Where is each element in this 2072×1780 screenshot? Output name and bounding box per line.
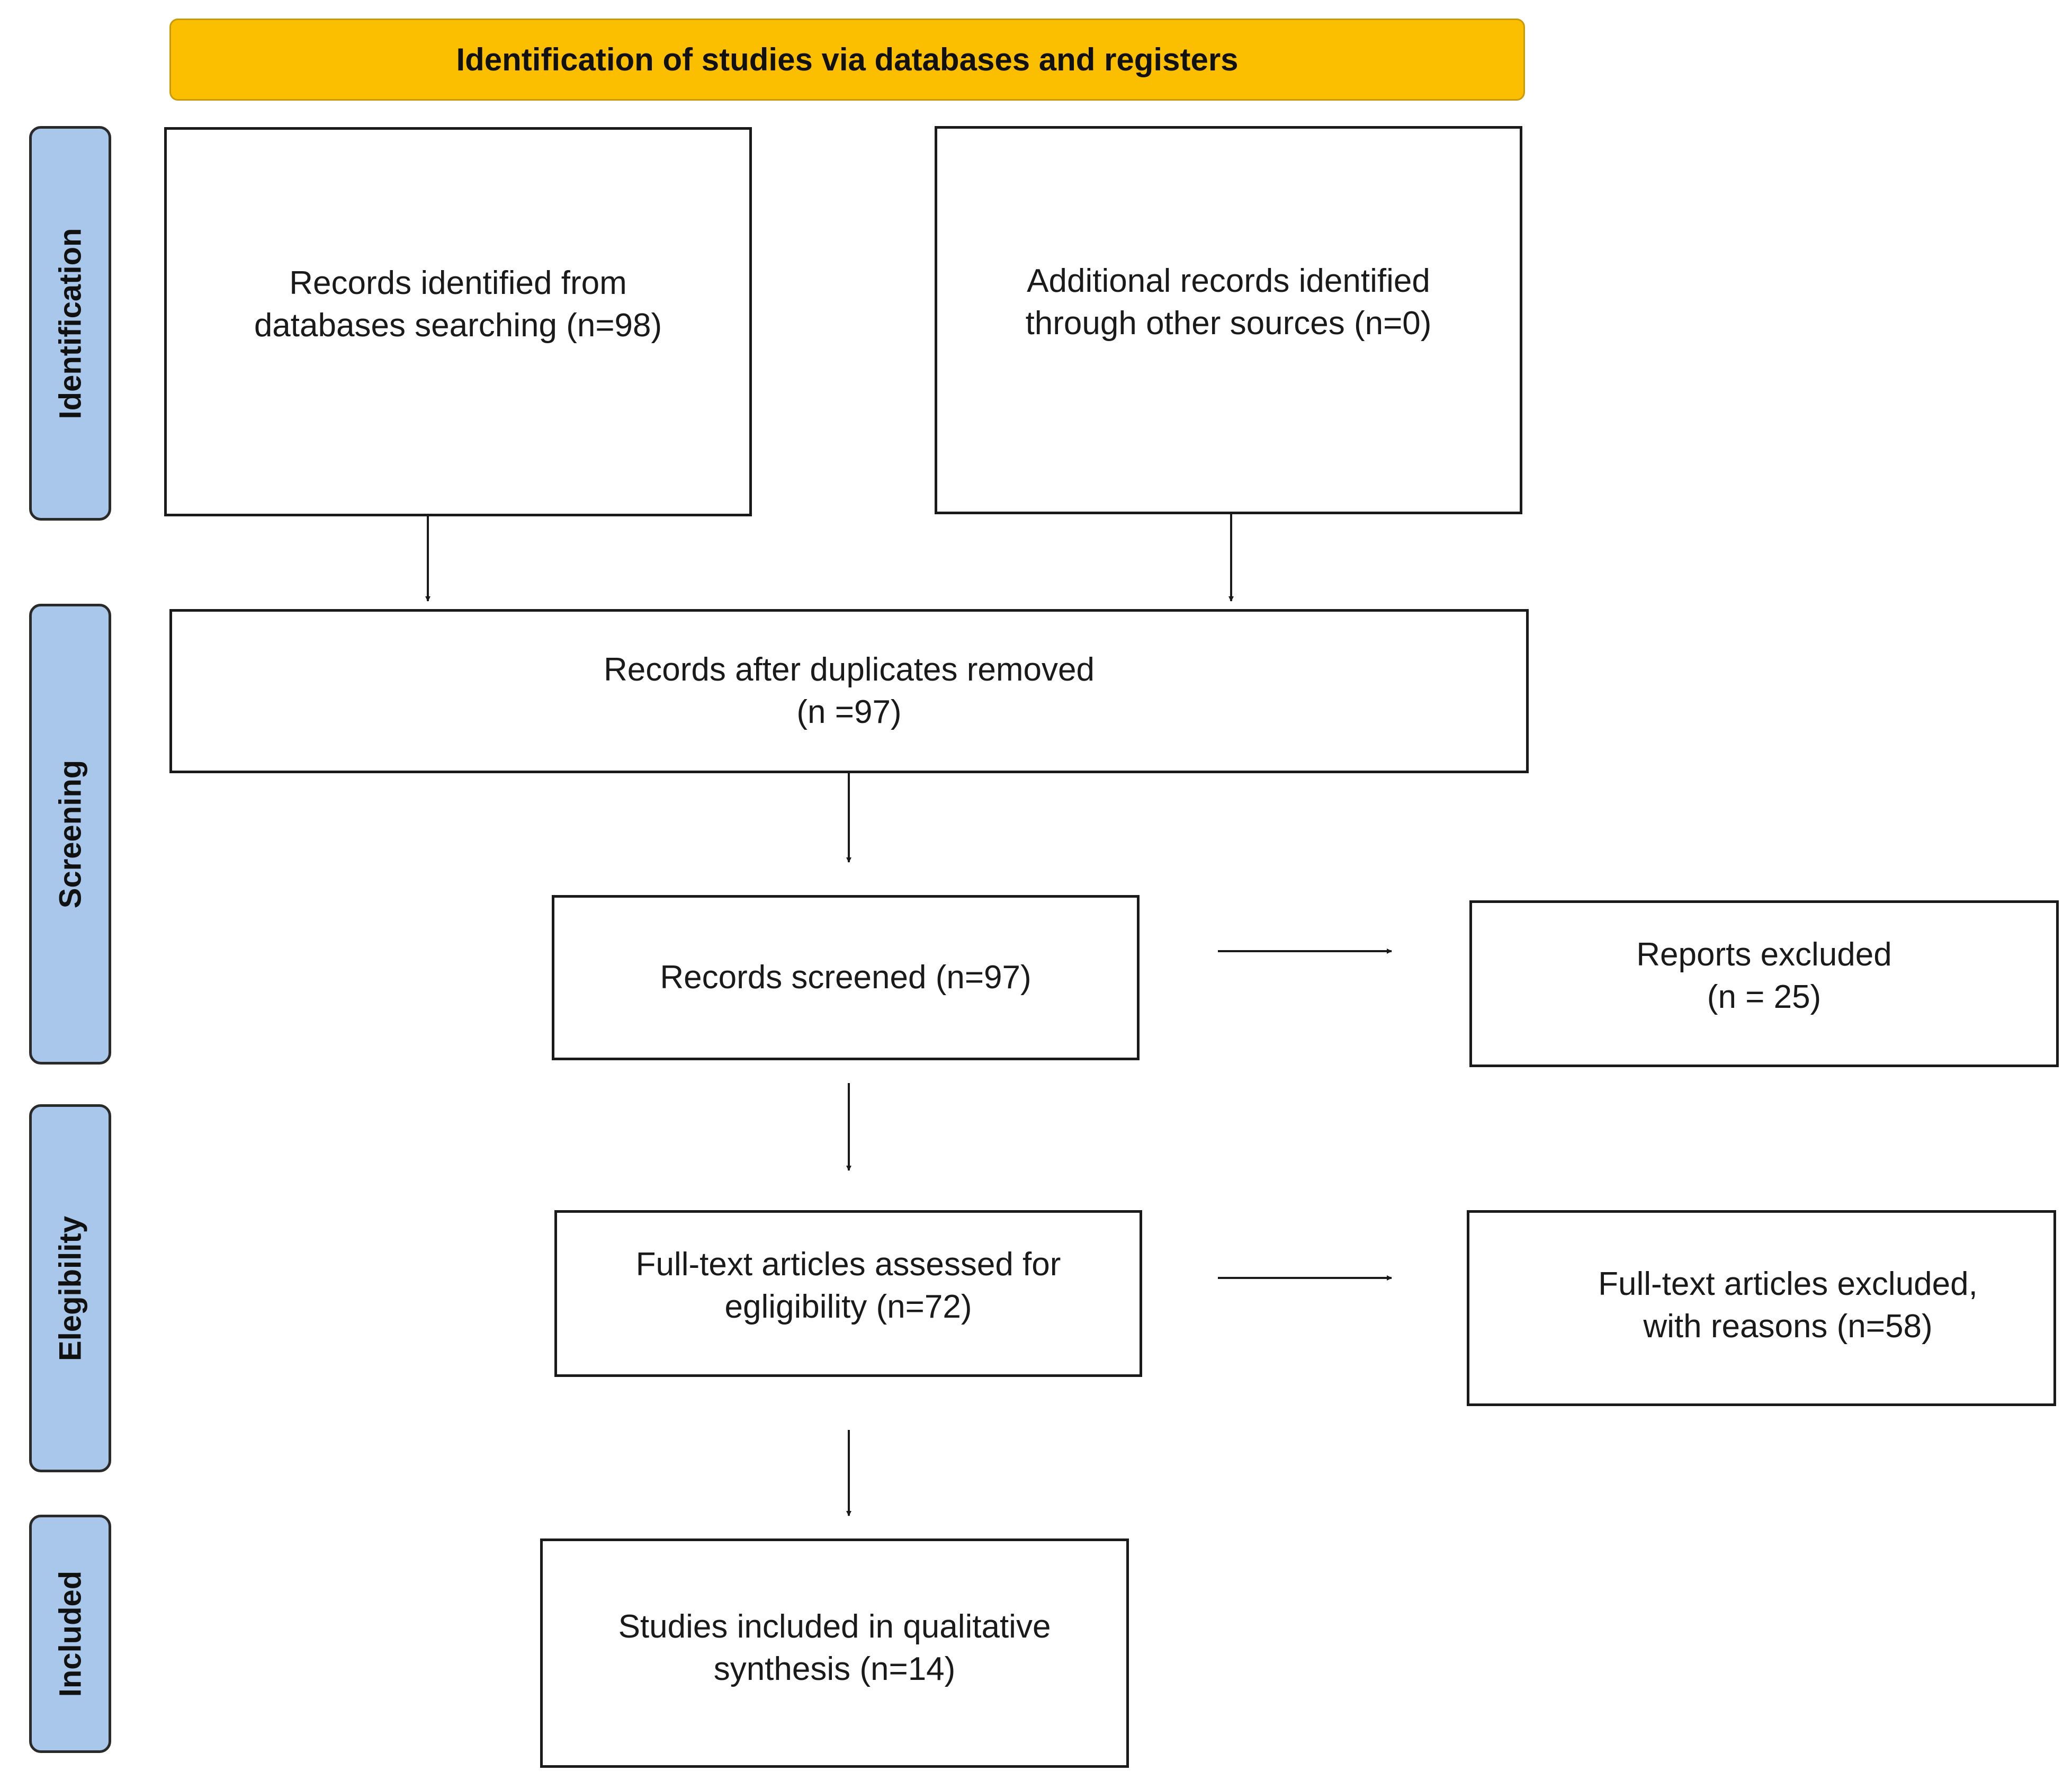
after-duplicates-box: Records after duplicates removed (n =97) — [169, 609, 1529, 773]
after-duplicates-text: Records after duplicates removed (n =97) — [603, 651, 1095, 730]
fulltext-excluded-text: Full-text articles excluded, with reason… — [1598, 1266, 1978, 1345]
phase-screening: Screening — [29, 604, 111, 1065]
header-title: Identification of studies via databases … — [456, 42, 1239, 77]
header-banner: Identification of studies via databases … — [169, 19, 1525, 101]
records-identified-text: Records identified from databases search… — [254, 265, 662, 344]
additional-records-text: Additional records identified through ot… — [1025, 263, 1432, 342]
reports-excluded-box: Reports excluded (n = 25) — [1469, 900, 2059, 1067]
fulltext-assessed-box: Full-text articles assessed for egligibi… — [554, 1210, 1142, 1377]
reports-excluded-text: Reports excluded (n = 25) — [1636, 936, 1892, 1015]
fulltext-assessed-text: Full-text articles assessed for egligibi… — [635, 1246, 1061, 1325]
phase-included: Included — [29, 1515, 111, 1753]
studies-included-box: Studies included in qualitative synthesi… — [540, 1539, 1129, 1768]
records-identified-box: Records identified from databases search… — [164, 127, 752, 516]
additional-records-box: Additional records identified through ot… — [935, 126, 1522, 514]
records-screened-text: Records screened (n=97) — [660, 959, 1031, 996]
studies-included-text: Studies included in qualitative synthesi… — [618, 1608, 1051, 1687]
phase-eligibility: Elegibility — [29, 1104, 111, 1472]
phase-identification: Identification — [29, 126, 111, 521]
records-screened-box: Records screened (n=97) — [552, 895, 1140, 1060]
fulltext-excluded-box: Full-text articles excluded, with reason… — [1467, 1210, 2056, 1406]
